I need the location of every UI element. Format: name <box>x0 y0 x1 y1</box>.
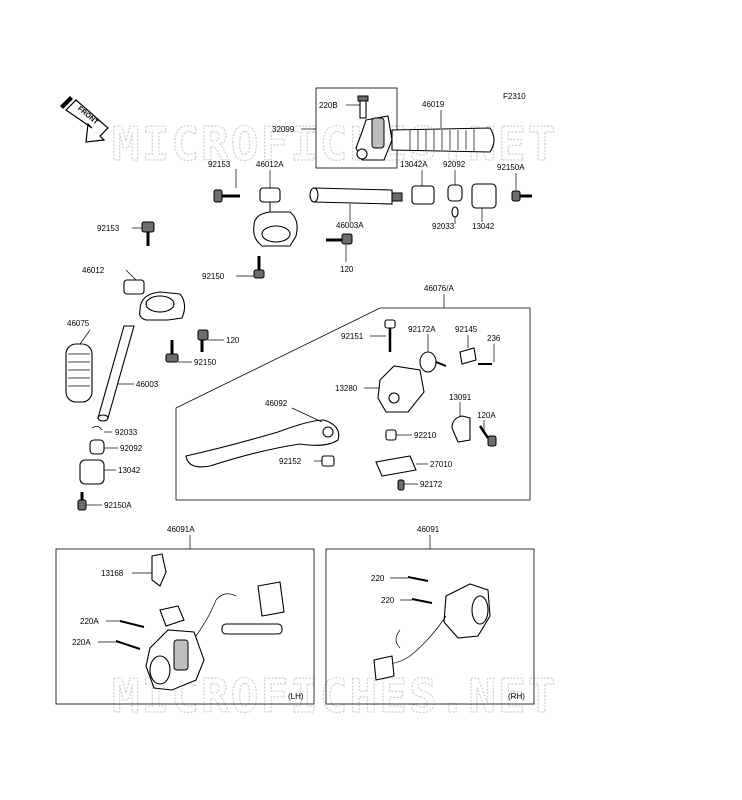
bolt-120A <box>478 425 497 447</box>
lever-46092 <box>185 419 340 468</box>
figure-code: F2310 <box>503 92 526 101</box>
label-13168: 13168 <box>101 569 124 578</box>
label-32099: 32099 <box>272 125 295 134</box>
label-92092-left: 92092 <box>120 444 143 453</box>
bar-46003 <box>97 325 135 422</box>
bolt-92150-left <box>165 340 179 363</box>
nut-92210 <box>385 429 397 441</box>
grip-46075 <box>65 343 93 403</box>
bolt-92150-top <box>253 256 265 279</box>
screw-220-2 <box>411 598 433 604</box>
weight-13042-left <box>79 459 105 485</box>
holder-46012 <box>123 279 186 321</box>
label-46012: 46012 <box>82 266 105 275</box>
throttle-grip-46019 <box>391 127 495 153</box>
label-92033-top: 92033 <box>432 222 455 231</box>
bolt-92151 <box>384 319 396 352</box>
label-92033-left: 92033 <box>115 428 138 437</box>
bolt-120-left <box>197 329 209 352</box>
label-46092: 46092 <box>265 399 288 408</box>
label-92152: 92152 <box>279 457 302 466</box>
label-46019: 46019 <box>422 100 445 109</box>
screw-92172 <box>397 479 405 491</box>
label-92150A-left: 92150A <box>104 501 132 510</box>
label-220-2: 220 <box>381 596 395 605</box>
weight-13042A <box>411 185 435 205</box>
label-13280: 13280 <box>335 384 358 393</box>
label-46076A: 46076/A <box>424 284 454 293</box>
label-92210: 92210 <box>414 431 437 440</box>
label-13042-top: 13042 <box>472 222 495 231</box>
label-46003: 46003 <box>136 380 159 389</box>
clutch-lever-box <box>175 307 531 501</box>
label-92151: 92151 <box>341 332 364 341</box>
collar-92092-top <box>447 184 463 202</box>
weight-13042-top <box>471 183 497 209</box>
washer-92033-top <box>451 206 459 218</box>
label-92145: 92145 <box>455 325 478 334</box>
label-13091: 13091 <box>449 393 472 402</box>
collar-92092-left <box>89 439 105 455</box>
bolt-92150A-top <box>511 190 532 202</box>
label-rh: (RH) <box>508 692 525 701</box>
label-46075: 46075 <box>67 319 90 328</box>
leader-lines <box>79 104 517 643</box>
adjuster-92172A <box>419 351 447 373</box>
label-13042-left: 13042 <box>118 466 141 475</box>
bolt-92153-top <box>213 189 240 203</box>
label-120-top: 120 <box>340 265 354 274</box>
label-92153-left: 92153 <box>97 224 120 233</box>
throttle-housing-box <box>315 87 398 169</box>
label-27010: 27010 <box>430 460 453 469</box>
label-46091: 46091 <box>417 525 440 534</box>
bar-46003A <box>309 187 403 205</box>
front-arrow-icon: FRONT <box>60 96 109 143</box>
part-labels: 220B 46019 32099 92153 46012A 13042A 920… <box>67 100 525 701</box>
label-13042A: 13042A <box>400 160 428 169</box>
bolt-120-top <box>326 233 353 245</box>
bushing-92152 <box>321 455 335 467</box>
label-46003A: 46003A <box>336 221 364 230</box>
label-46091A: 46091A <box>167 525 195 534</box>
holder-13280 <box>377 365 425 413</box>
screw-220A-2 <box>115 640 141 650</box>
label-120-left: 120 <box>226 336 240 345</box>
label-236: 236 <box>487 334 501 343</box>
label-220A-1: 220A <box>80 617 99 626</box>
screw-220A-1 <box>119 620 145 628</box>
switch-assy-lh <box>145 553 285 691</box>
label-lh: (LH) <box>288 692 304 701</box>
throttle-housing <box>355 95 393 161</box>
label-92092-top: 92092 <box>443 160 466 169</box>
label-92150A-top: 92150A <box>497 163 525 172</box>
label-220-1: 220 <box>371 574 385 583</box>
screw-220-1 <box>407 576 429 582</box>
switch-27010 <box>375 455 417 477</box>
switch-92145 <box>459 347 477 365</box>
label-220B: 220B <box>319 101 338 110</box>
bolt-92150A-left <box>77 492 87 511</box>
label-120A: 120A <box>477 411 496 420</box>
clamp-13091 <box>451 415 471 443</box>
label-92172: 92172 <box>420 480 443 489</box>
label-92172A: 92172A <box>408 325 436 334</box>
label-92150-left: 92150 <box>194 358 217 367</box>
bolt-92153-left <box>141 221 155 246</box>
washer-92033-left <box>91 426 103 431</box>
label-92150-top: 92150 <box>202 272 225 281</box>
holder-46012A <box>253 187 298 247</box>
label-46012A: 46012A <box>256 160 284 169</box>
switch-assy-rh <box>373 583 491 681</box>
lh-switch-box <box>55 548 315 705</box>
label-220A-2: 220A <box>72 638 91 647</box>
label-92153-top: 92153 <box>208 160 231 169</box>
